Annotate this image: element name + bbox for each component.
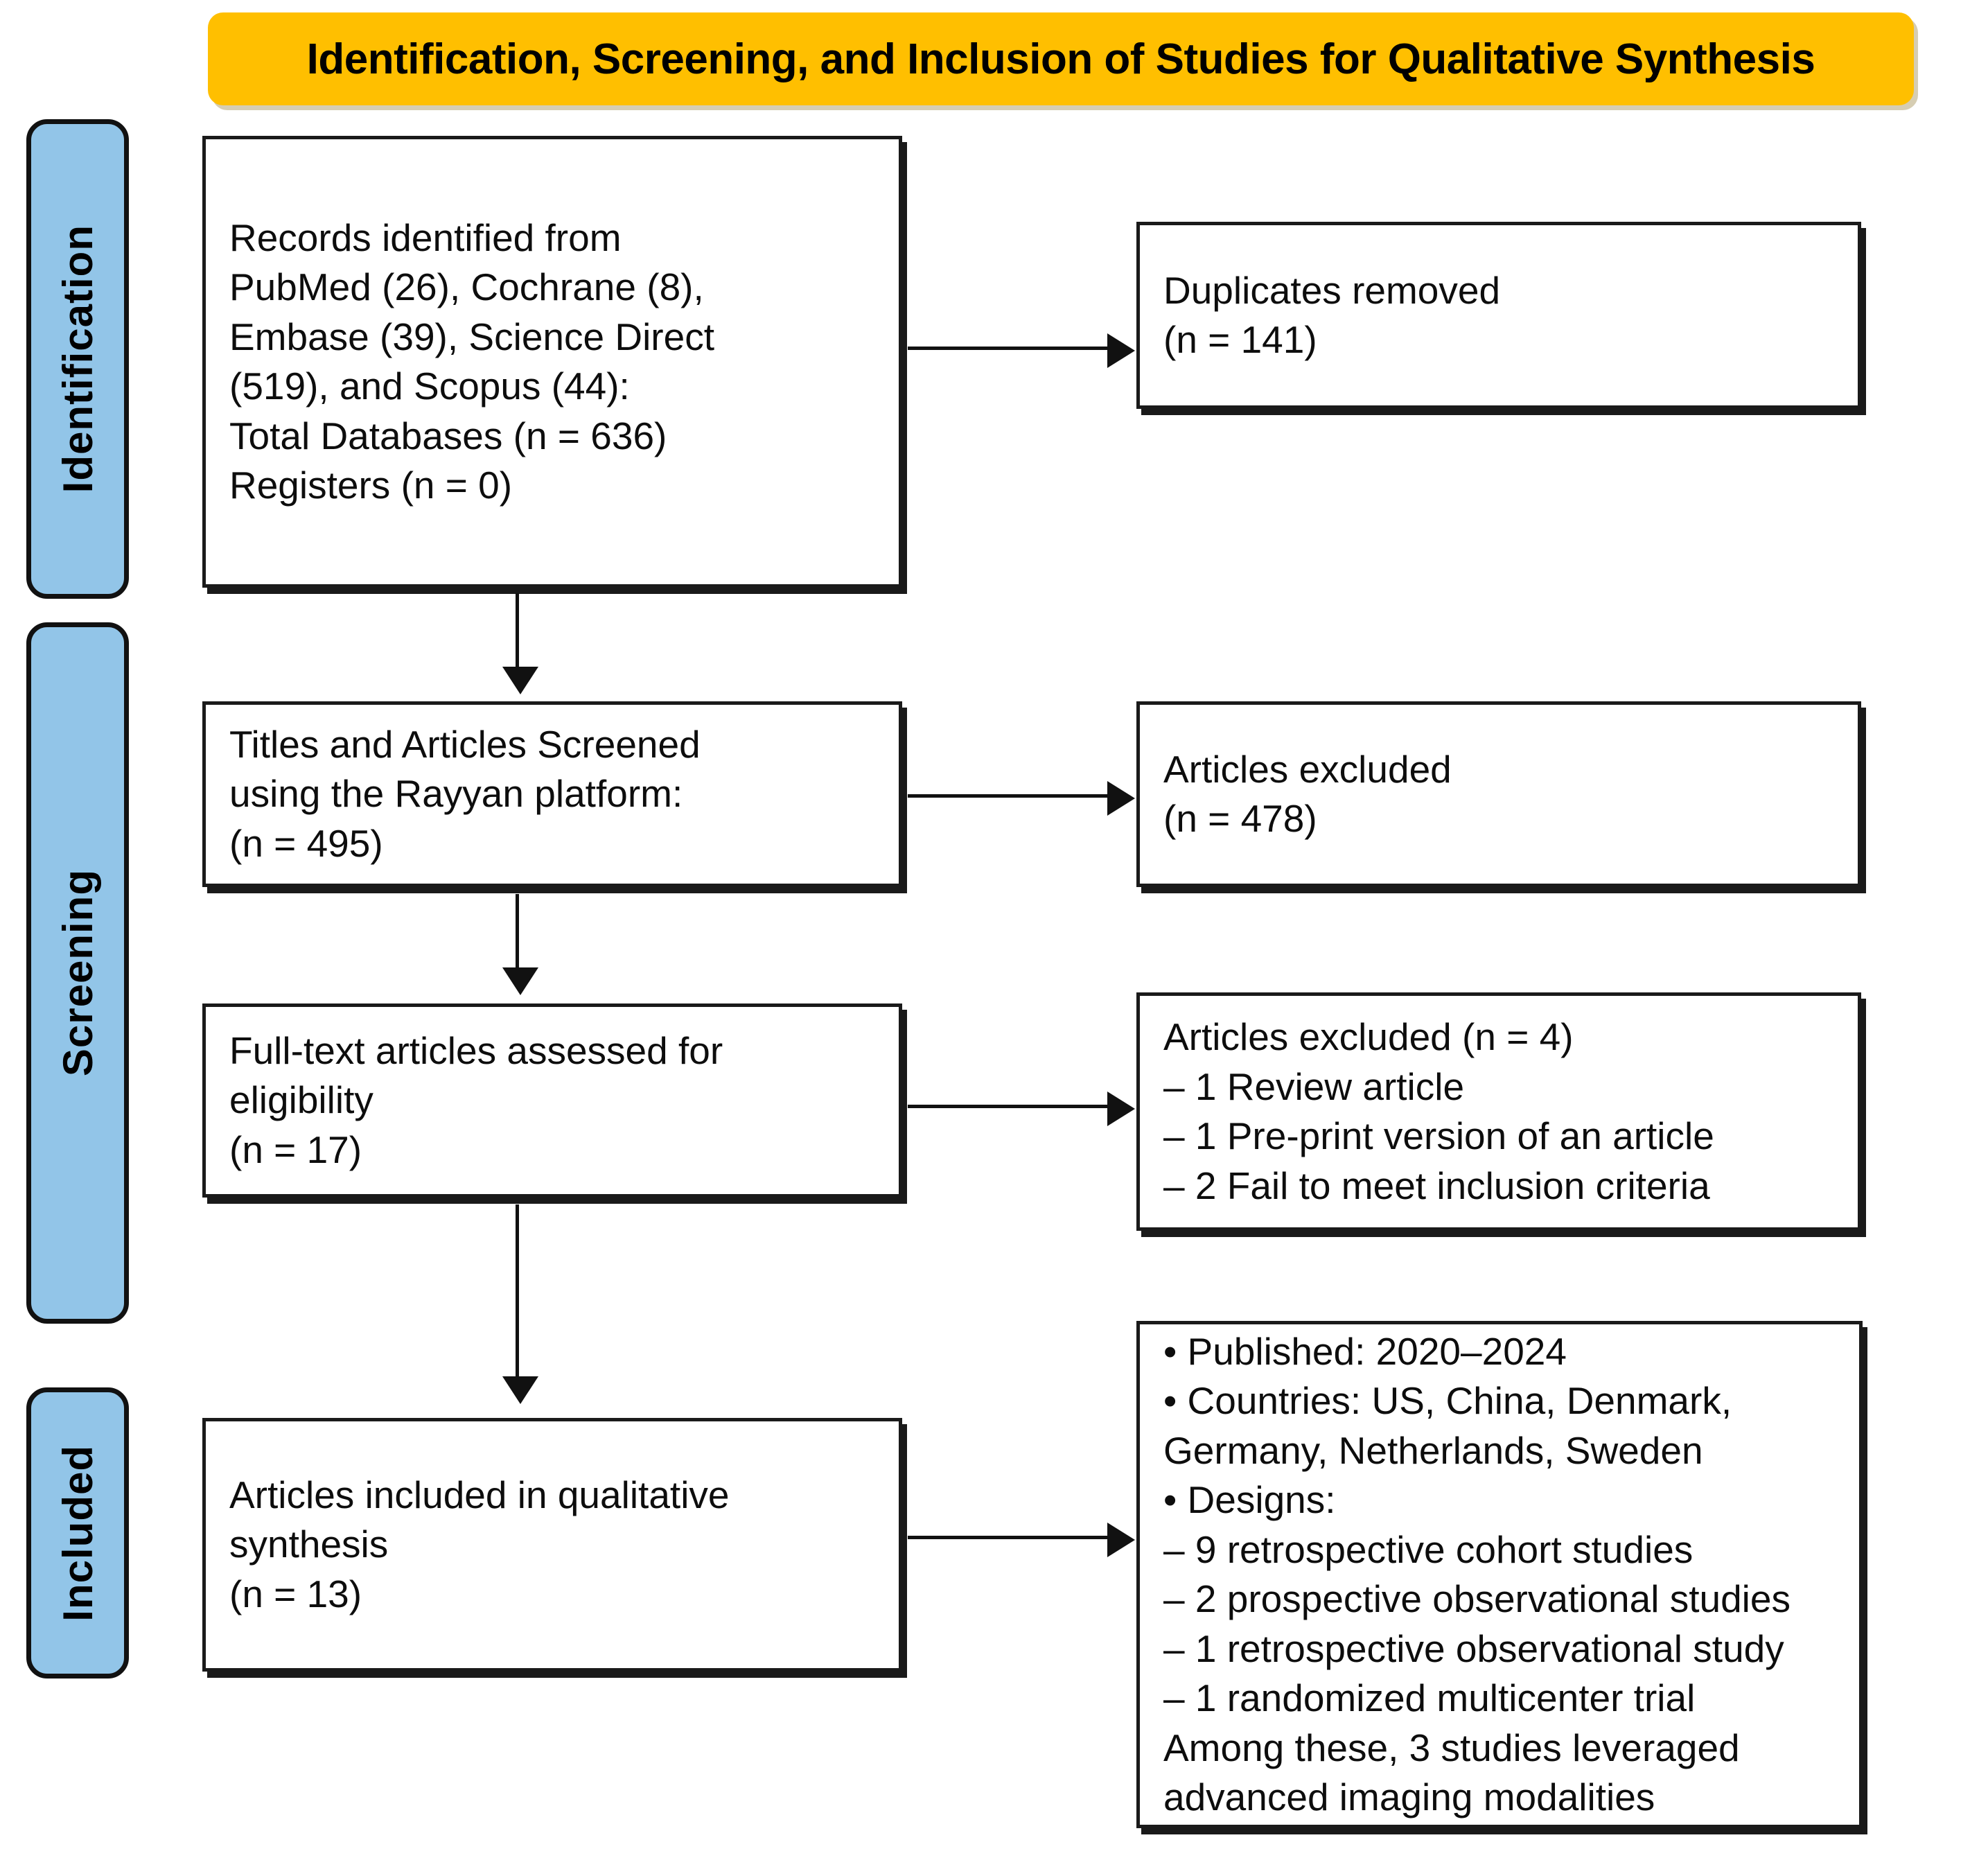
box-articles-excluded-eligibility-text: Articles excluded (n = 4) – 1 Review art… xyxy=(1163,1015,1714,1207)
stage-label-included: Included xyxy=(26,1387,129,1678)
box-titles-screened-text: Titles and Articles Screened using the R… xyxy=(229,722,701,865)
stage-label-screening: Screening xyxy=(26,622,129,1324)
arrow-right-included-to-details xyxy=(908,1523,1135,1557)
box-fulltext-assessed: Full-text articles assessed for eligibil… xyxy=(202,1003,902,1198)
arrow-down-fulltext-to-included xyxy=(502,1204,538,1404)
box-articles-excluded-screening: Articles excluded (n = 478) xyxy=(1136,701,1861,887)
stage-label-included-text: Included xyxy=(54,1444,101,1622)
box-included-details-text: • Published: 2020–2024 • Countries: US, … xyxy=(1163,1329,1791,1819)
arrow-right-records-to-duplicates xyxy=(908,333,1135,368)
box-articles-included: Articles included in qualitative synthes… xyxy=(202,1418,902,1672)
box-records-identified-text: Records identified from PubMed (26), Coc… xyxy=(229,216,714,507)
box-fulltext-assessed-text: Full-text articles assessed for eligibil… xyxy=(229,1028,723,1171)
box-duplicates-removed-text: Duplicates removed (n = 141) xyxy=(1163,268,1501,362)
box-articles-included-text: Articles included in qualitative synthes… xyxy=(229,1473,730,1615)
stage-label-screening-text: Screening xyxy=(54,869,101,1077)
box-articles-excluded-screening-text: Articles excluded (n = 478) xyxy=(1163,747,1452,841)
box-records-identified: Records identified from PubMed (26), Coc… xyxy=(202,136,902,588)
arrow-down-screened-to-fulltext xyxy=(502,894,538,995)
arrow-right-screened-to-excluded xyxy=(908,781,1135,816)
box-included-details: • Published: 2020–2024 • Countries: US, … xyxy=(1136,1321,1863,1828)
arrow-right-fulltext-to-excluded xyxy=(908,1092,1135,1126)
box-articles-excluded-eligibility: Articles excluded (n = 4) – 1 Review art… xyxy=(1136,992,1861,1231)
arrow-down-records-to-screened xyxy=(502,593,538,694)
box-titles-screened: Titles and Articles Screened using the R… xyxy=(202,701,902,887)
stage-label-identification: Identification xyxy=(26,119,129,599)
page-title: Identification, Screening, and Inclusion… xyxy=(306,35,1815,83)
stage-label-identification-text: Identification xyxy=(54,225,101,493)
diagram-title-banner: Identification, Screening, and Inclusion… xyxy=(208,12,1914,105)
box-duplicates-removed: Duplicates removed (n = 141) xyxy=(1136,222,1861,409)
